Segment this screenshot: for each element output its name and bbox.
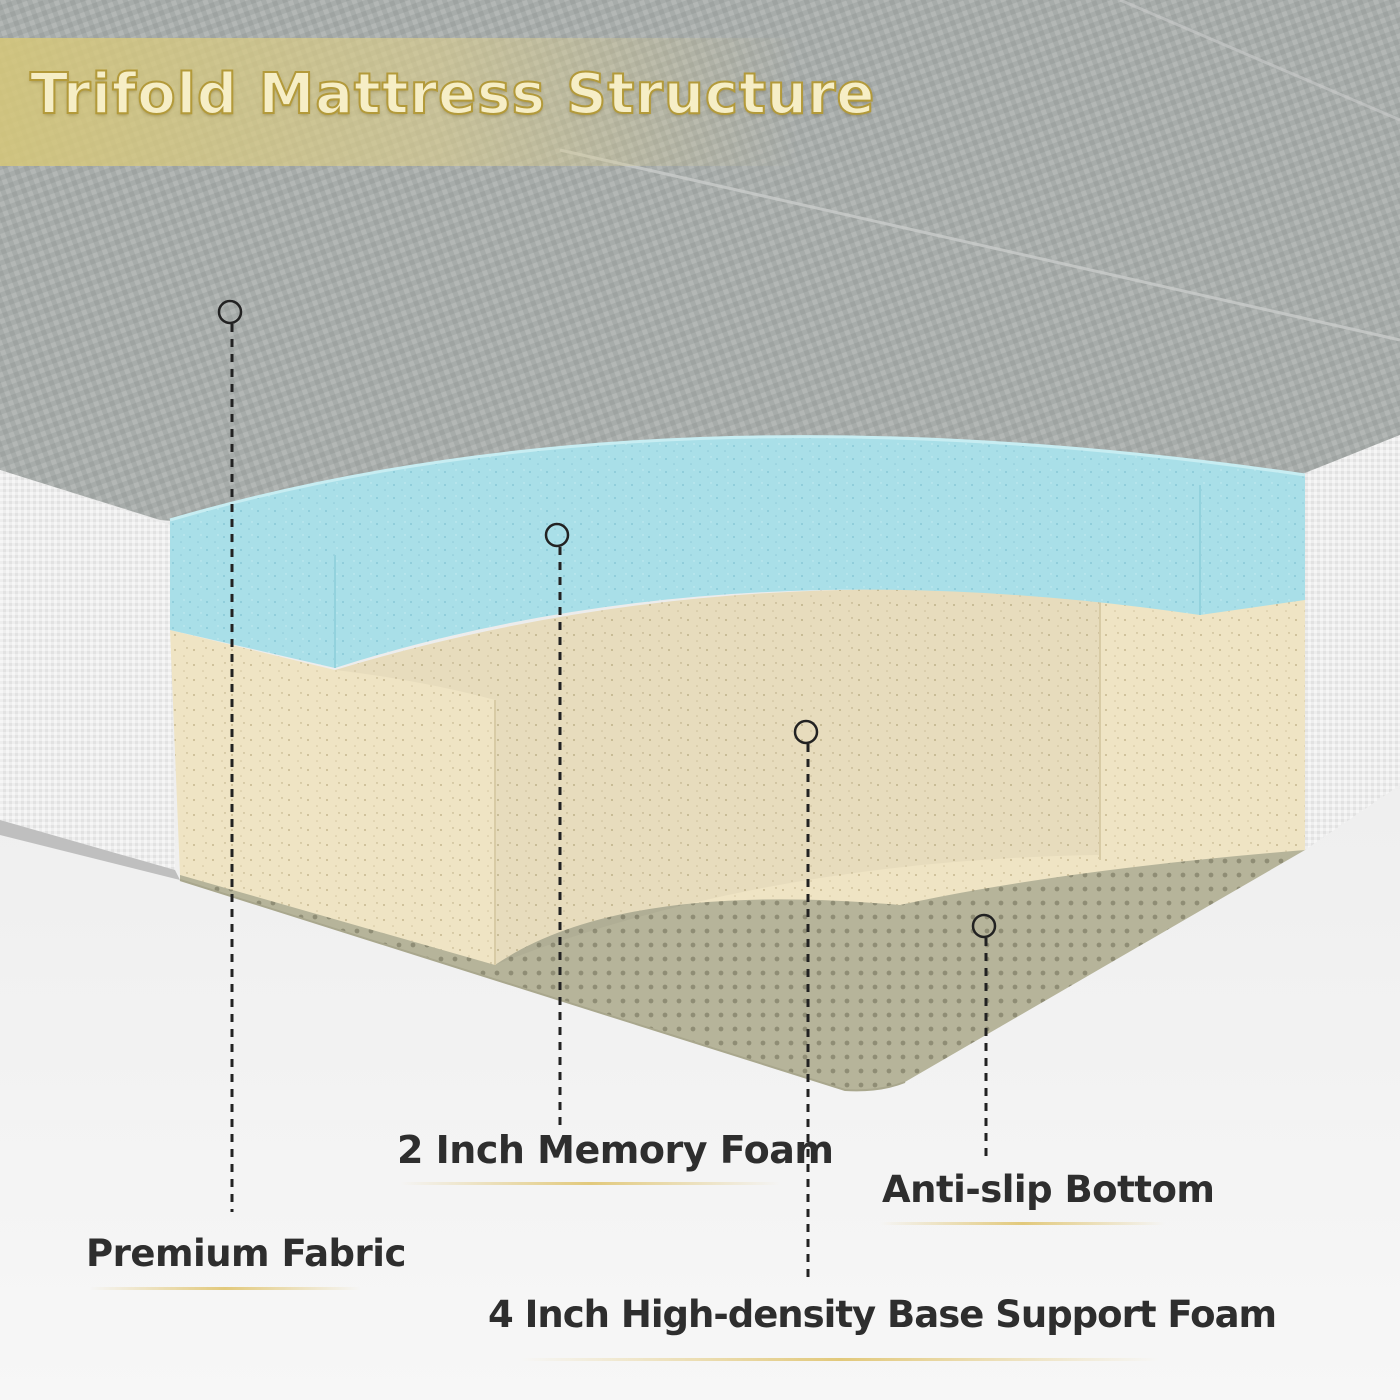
underline-anti-slip xyxy=(880,1222,1165,1225)
fold-seam xyxy=(1119,0,1400,122)
underline-base-foam xyxy=(520,1358,1160,1361)
label-memory-foam: 2 Inch Memory Foam xyxy=(397,1128,834,1172)
title-band xyxy=(0,38,800,166)
underline-premium-fabric xyxy=(90,1287,360,1290)
callout-pointer-anti-slip xyxy=(971,913,997,1160)
fabric-side-left xyxy=(0,470,175,870)
base-foam-layer xyxy=(170,589,1305,965)
label-premium-fabric: Premium Fabric xyxy=(86,1232,406,1275)
memory-foam-layer xyxy=(170,436,1305,668)
label-base-foam: 4 Inch High-density Base Support Foam xyxy=(488,1293,1277,1336)
callout-pointer-premium-fabric xyxy=(217,299,243,1212)
fold-seam xyxy=(559,148,1400,342)
fabric-side-right xyxy=(1300,435,1400,850)
page-title: Trifold Mattress Structure xyxy=(29,61,876,128)
underline-memory-foam xyxy=(400,1182,780,1185)
fabric-bottom-edge xyxy=(0,820,180,880)
callout-pointer-base-foam xyxy=(793,719,819,1282)
callout-pointer-memory-foam xyxy=(544,522,570,1130)
label-anti-slip: Anti-slip Bottom xyxy=(882,1168,1215,1211)
